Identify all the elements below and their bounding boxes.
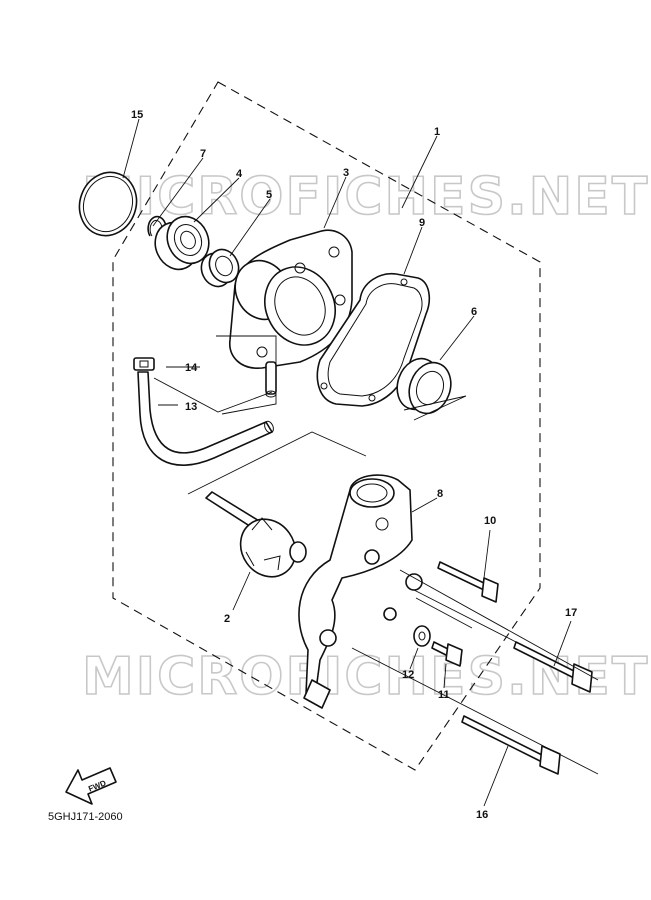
- bolt-part-17[interactable]: [513, 641, 593, 693]
- pump-housing-part-3[interactable]: [226, 229, 353, 398]
- bolt-part-11[interactable]: [431, 641, 463, 667]
- washer-part-12[interactable]: [413, 625, 431, 647]
- reference-line-6: [403, 395, 467, 421]
- pump-cover-part-8[interactable]: [298, 474, 423, 709]
- assembly-centerline: [153, 335, 599, 775]
- clamp-part-14[interactable]: [133, 357, 155, 371]
- callout-8: 8: [437, 488, 443, 500]
- hose-part-13[interactable]: [137, 371, 275, 466]
- callout-1: 1: [434, 126, 440, 138]
- callout-leaders: [122, 118, 572, 807]
- callout-4: 4: [236, 168, 243, 180]
- callout-6: 6: [471, 306, 477, 318]
- callout-7: 7: [200, 148, 206, 160]
- oil-seal-part-6[interactable]: [390, 353, 457, 420]
- bearing-part-4[interactable]: [148, 210, 217, 276]
- callout-10: 10: [484, 515, 496, 527]
- callout-11: 11: [438, 689, 450, 701]
- watermark-bottom: MICROFICHES.NET: [82, 647, 649, 707]
- callout-13: 13: [185, 401, 197, 413]
- diagram-code: 5GHJ171-2060: [48, 811, 123, 823]
- callout-14: 14: [185, 362, 198, 374]
- callout-12: 12: [402, 669, 414, 681]
- callout-17: 17: [565, 607, 577, 619]
- bolt-part-16[interactable]: [461, 715, 561, 775]
- callout-3: 3: [343, 167, 349, 179]
- callout-15: 15: [131, 109, 143, 121]
- bolt-part-10[interactable]: [437, 561, 499, 603]
- impeller-shaft-part-2[interactable]: [205, 491, 307, 587]
- assembly-boundary: [112, 81, 541, 771]
- callout-16: 16: [476, 809, 488, 821]
- callout-2: 2: [224, 613, 230, 625]
- o-ring-part-15[interactable]: [71, 164, 146, 243]
- callout-9: 9: [419, 217, 425, 229]
- seal-part-5[interactable]: [196, 245, 244, 292]
- fwd-arrow-icon: FWD: [65, 767, 117, 805]
- watermark-top: MICROFICHES.NET: [82, 167, 649, 227]
- callout-5: 5: [266, 189, 272, 201]
